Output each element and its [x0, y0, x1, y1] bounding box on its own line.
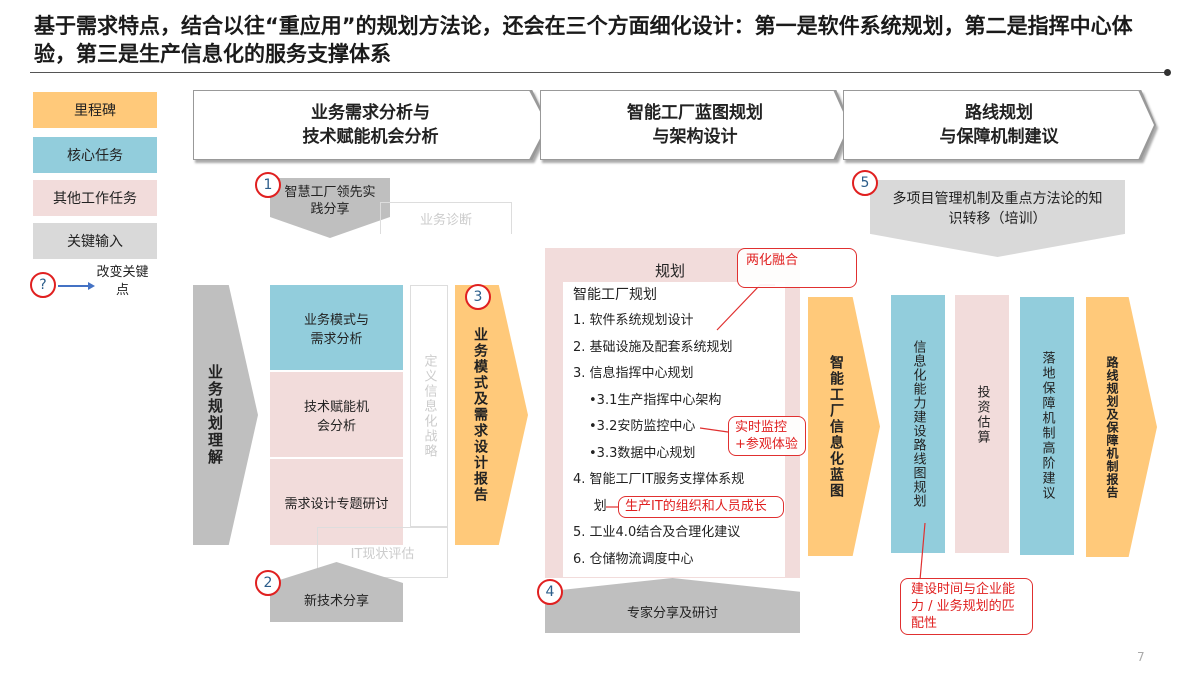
- phase-1-header: 业务需求分析与技术赋能机会分析: [193, 90, 549, 160]
- title-divider: [30, 72, 1168, 73]
- divider-end-dot: [1164, 69, 1171, 76]
- legend-change-marker: ?: [30, 272, 56, 298]
- marker-4: 4: [537, 579, 563, 605]
- phase-3-line1: 路线规划: [965, 103, 1033, 123]
- milestone-blueprint-label: 智能工厂信息化蓝图: [828, 354, 844, 499]
- phase-3-header: 路线规划与保障机制建议: [843, 90, 1156, 160]
- phase-2-header: 智能工厂蓝图规划与架构设计: [540, 90, 851, 160]
- list-item: •3.3数据中心规划: [589, 445, 696, 461]
- legend-milestone: 里程碑: [33, 92, 157, 128]
- tech-opportunity: 技术赋能机会分析: [270, 372, 403, 457]
- legend-key-input: 关键输入: [33, 223, 157, 259]
- slide-title: 基于需求特点，结合以往“重应用”的规划方法论，还会在三个方面细化设计：第一是软件…: [34, 14, 1133, 66]
- guarantee-mechanism: 落地保障机制高阶建议: [1020, 297, 1074, 555]
- list-item: •3.2安防监控中心: [589, 419, 696, 434]
- investment-estimate: 投资估算: [955, 295, 1009, 553]
- investment-estimate-label: 投资估算: [974, 385, 990, 445]
- marker-1: 1: [255, 172, 281, 198]
- planning-header: 规划: [655, 262, 686, 280]
- callout1-leader: [716, 284, 775, 331]
- roadmap-planning: 信息化能力建设路线图规划: [891, 295, 945, 553]
- list-item: 1. 软件系统规划设计: [573, 313, 694, 328]
- phase-1-line2: 技术赋能机会分析: [302, 127, 439, 147]
- milestone-roadmap-report-label: 路线规划及保障机制报告: [1105, 355, 1119, 499]
- legend-core-task: 核心任务: [33, 137, 157, 173]
- list-item: 划: [573, 498, 607, 514]
- list-item: 2. 基础设施及配套系统规划: [573, 339, 733, 355]
- list-item: 4. 智能工厂IT服务支撑体系规: [573, 472, 745, 487]
- marker-2: 2: [255, 570, 281, 596]
- list-item: 5. 工业4.0结合及合理化建议: [573, 525, 741, 540]
- phase-1-line1: 业务需求分析与: [311, 103, 430, 123]
- faded-business-diagnosis: 业务诊断: [380, 202, 512, 234]
- faded-define-strategy-label: 定义信息化战略: [421, 353, 437, 459]
- input-expert-sharing: 专家分享及研讨: [545, 578, 800, 633]
- phase-2-line1: 智能工厂蓝图规划: [627, 103, 763, 123]
- legend-change-point: 改变关键点: [96, 265, 149, 298]
- list-item: 6. 仓储物流调度中心: [573, 551, 694, 567]
- phase-2-line2: 与架构设计: [652, 127, 738, 147]
- list-item: •3.1生产指挥中心架构: [589, 392, 722, 408]
- callout-matching: 建设时间与企业能力 / 业务规划的匹配性: [900, 578, 1033, 635]
- callout4-leader: [919, 522, 926, 581]
- callout-it-organization: 生产IT的组织和人员成长: [618, 496, 784, 518]
- marker-5: 5: [852, 170, 878, 196]
- page-number: 7: [1137, 650, 1145, 664]
- legend-other-task: 其他工作任务: [33, 180, 157, 216]
- phase-3-line2: 与保障机制建议: [939, 127, 1059, 147]
- requirement-workshop: 需求设计专题研讨: [270, 459, 403, 545]
- legend-arrow-head: [88, 282, 95, 290]
- marker-3: 3: [465, 284, 491, 310]
- core-business-model: 业务模式与需求分析: [270, 285, 403, 370]
- callout2-leader: [699, 427, 729, 433]
- list-item: 3. 信息指挥中心规划: [573, 366, 694, 381]
- milestone-requirement-report-label: 业务模式及需求设计报告: [472, 327, 488, 503]
- faded-define-strategy: 定义信息化战略: [410, 285, 448, 527]
- list-title: 智能工厂规划: [573, 287, 657, 303]
- callout-monitoring: 实时监控+参观体验: [728, 416, 806, 456]
- guarantee-mechanism-label: 落地保障机制高阶建议: [1039, 351, 1055, 501]
- business-understanding-label: 业务规划理解: [206, 364, 224, 466]
- roadmap-planning-label: 信息化能力建设路线图规划: [910, 340, 926, 508]
- callout-integration: 两化融合: [737, 248, 857, 288]
